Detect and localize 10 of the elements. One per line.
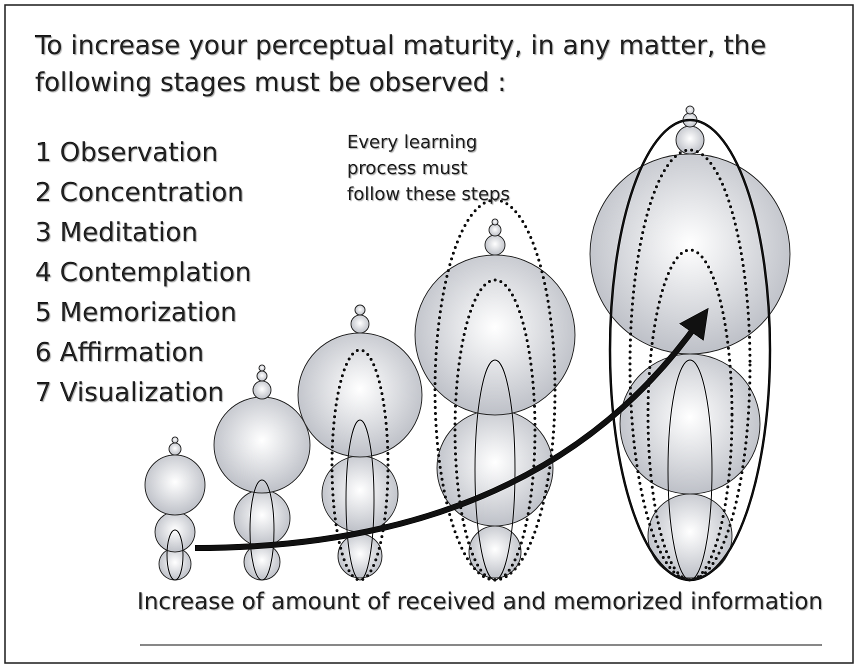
axis-caption: Increase of amount of received and memorized information [136, 588, 823, 616]
stage-list-item: 2 Concentration [35, 178, 244, 208]
note-text: Every learning process must follow these steps [347, 131, 511, 207]
stage-list-item: 1 Observation [35, 138, 218, 168]
stage-list-item: 6 Affirmation [35, 338, 204, 368]
stage-list-item: 7 Visualization [35, 378, 224, 408]
stage-list-item: 3 Meditation [35, 218, 198, 248]
stage-list-item: 5 Memorization [35, 298, 237, 328]
stage-list-item: 4 Contemplation [35, 258, 252, 288]
title: To increase your perceptual maturity, in any matter, the following stages must be observed : [35, 30, 768, 100]
